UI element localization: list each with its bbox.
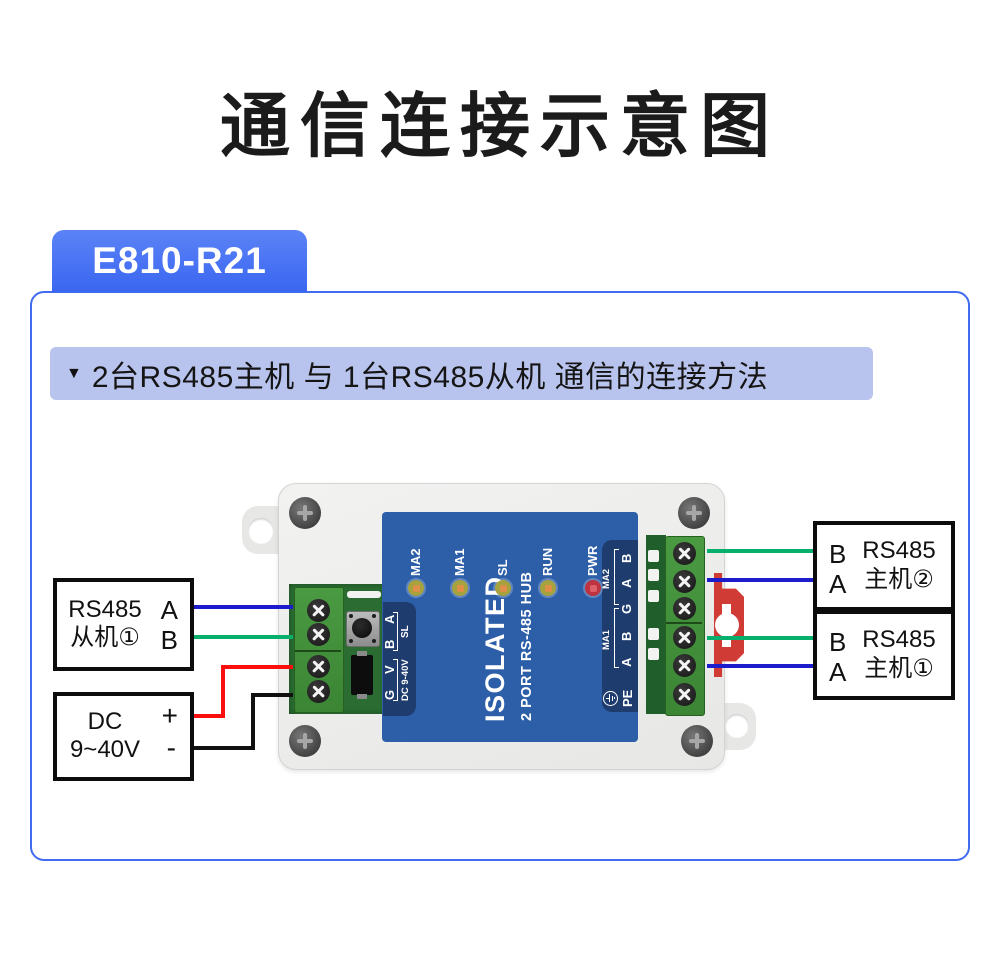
right-pinout-panel [602,540,638,712]
mounting-hole-bottom-right [725,714,749,738]
dc-power-label: DC 9~40V [63,708,147,766]
din-clip-hole [715,613,739,637]
box-line: DC [87,707,123,735]
pin-label-b: B [829,539,847,569]
box-line: RS485 [862,626,936,654]
subtitle-text: 2台RS485主机 与 1台RS485从机 通信的连接方法 [91,360,769,394]
front-label-panel [382,512,638,742]
left-pinout-panel [383,602,416,716]
model-badge: E810-R21 [52,230,307,292]
subtitle-bar: ▼ 2台RS485主机 与 1台RS485从机 通信的连接方法 [50,347,873,400]
page-title: 通信连接示意图 [220,87,780,165]
right-terminal-base [646,535,666,714]
box-line: 主机② [864,566,934,593]
rs485-master2-box: B A RS485 主机② [813,521,955,611]
left-terminal-block [294,587,344,713]
pin-label-b: B [160,625,178,655]
pin-label-b: B [829,627,847,657]
rs485-slave1-box: RS485 从机① A B [53,578,194,671]
model-badge-label: E810-R21 [92,240,267,281]
dc-power-box: DC 9~40V + - [53,692,194,781]
rs485-master1-box: B A RS485 主机① [813,610,955,700]
pin-label-minus: - [166,732,176,763]
right-terminal-block [665,536,705,716]
box-line: 9~40V [69,736,141,764]
pin-label-a: A [160,595,178,625]
box-line: RS485 [68,595,142,623]
rs485-master1-label: RS485 主机① [859,626,939,684]
mounting-hole-top-left [248,518,274,544]
box-line: RS485 [862,537,936,565]
triangle-bullet-icon: ▼ [66,364,82,382]
rs485-slave1-label: RS485 从机① [63,596,147,654]
box-line: 从机① [70,624,140,652]
rs485-master2-label: RS485 主机② [859,537,939,595]
pin-label-plus: + [161,700,178,731]
din-clip-slot-top [722,604,731,621]
box-line: 主机① [864,655,934,682]
pin-label-a: A [829,569,847,599]
pin-label-a: A [829,657,847,687]
